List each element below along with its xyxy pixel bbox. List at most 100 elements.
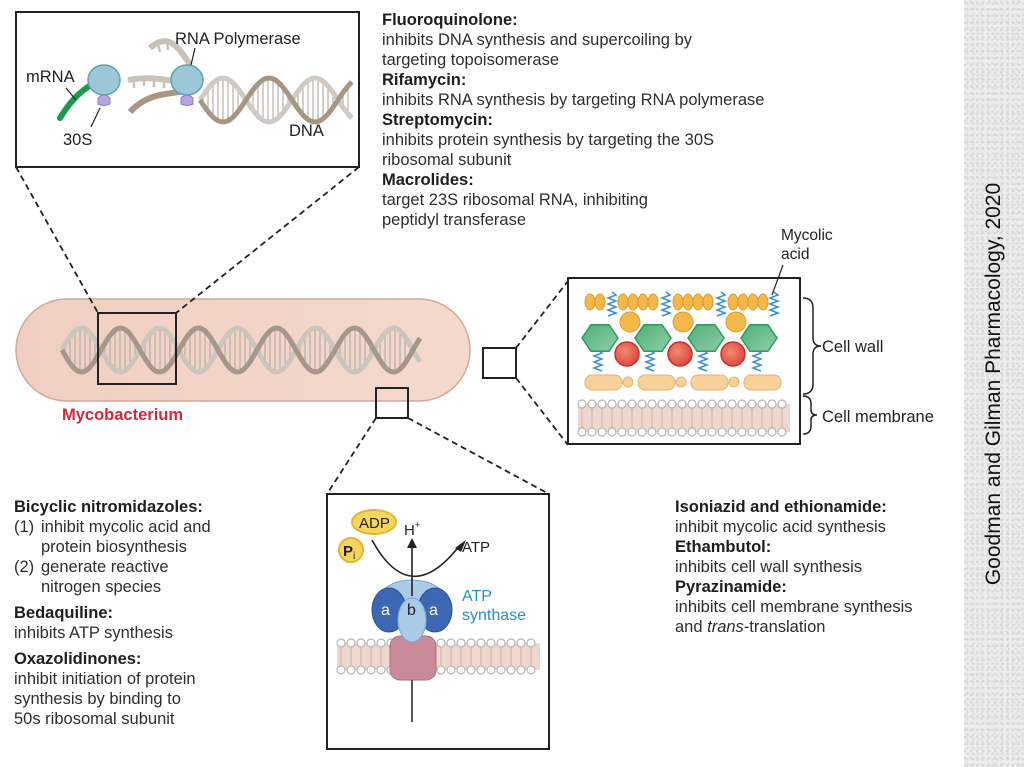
item-text: inhibit mycolic acid and [41, 518, 211, 536]
lipid-head [607, 399, 617, 409]
ribosome-30s-subunit [97, 94, 111, 106]
drug-name: Bedaquiline: [14, 604, 114, 622]
lipid-bead [737, 293, 749, 311]
drug-description: inhibits cell wall synthesis [675, 558, 863, 576]
item-number: (1) [14, 518, 35, 536]
lipid-head [697, 399, 707, 409]
lipid-head [757, 427, 767, 437]
lipid-head [597, 427, 607, 437]
lipid-head [516, 638, 526, 648]
arabinogalactan [672, 311, 694, 333]
lipid-head [336, 665, 346, 675]
lipid-head [476, 665, 486, 675]
subunit-30s-label: 30S [63, 131, 92, 149]
subunit-b [397, 597, 427, 643]
lipid-head [597, 399, 607, 409]
lipid-head [637, 399, 647, 409]
lipid-head [496, 638, 506, 648]
lipid-head [677, 399, 687, 409]
lipid-pill [637, 374, 676, 391]
dna-strand [59, 325, 423, 375]
drug-description: inhibits cell membrane synthesis [675, 597, 913, 617]
drug-name: Streptomycin: [382, 111, 493, 129]
arabinogalactan [619, 311, 641, 333]
lipid-head [667, 427, 677, 437]
lipid-head [476, 638, 486, 648]
lipid-bead [584, 293, 596, 311]
lipid-head [346, 638, 356, 648]
proton-charge: + [415, 520, 420, 530]
drug-description: inhibit initiation of protein [14, 670, 196, 688]
svg-text:H+: H+ [404, 520, 420, 539]
inset-cell-wall: Mycolic acid Cell wall Cell membrane [567, 227, 934, 445]
lipid-head [456, 665, 466, 675]
lipid-head [486, 665, 496, 675]
lipid-head [777, 399, 787, 409]
lipid-head [356, 665, 366, 675]
lipid-head [757, 399, 767, 409]
inset-atp-synthase: a a b ADP Pi H+ ATP ATP synthase [326, 493, 550, 750]
lipid-bead [757, 293, 769, 311]
zoom-marker-cell-wall [482, 347, 517, 379]
lipid-head [667, 399, 677, 409]
mycolic-acid-chain [605, 291, 619, 317]
lipid-head [617, 427, 627, 437]
mycolic-acid-label-line2: acid [781, 246, 809, 263]
drug-list-right: Isoniazid and ethionamide:inhibit mycoli… [675, 497, 913, 637]
item-text: nitrogen species [41, 578, 162, 596]
dna-label: DNA [289, 122, 324, 140]
lipid-head [436, 665, 446, 675]
svg-text:Pi: Pi [343, 543, 355, 562]
pi-subscript: i [353, 551, 355, 562]
item-number: (2) [14, 558, 35, 576]
lipid-bead-small [675, 376, 687, 388]
mycolic-acid-chain [714, 291, 728, 317]
drug-name: Isoniazid and ethionamide: [675, 498, 887, 516]
lipid-head [587, 427, 597, 437]
lipid-head [366, 638, 376, 648]
pi-label: P [343, 543, 353, 560]
lipid-head [446, 665, 456, 675]
drug-list-top: Fluoroquinolone:inhibits DNA synthesis a… [382, 10, 764, 230]
drug-description: inhibits protein synthesis by targeting … [382, 131, 715, 149]
lipid-bead [594, 293, 606, 311]
drug-description: inhibits RNA synthesis by targeting RNA … [382, 91, 765, 109]
lipid-head [366, 665, 376, 675]
drug-name: Oxazolidinones: [14, 650, 142, 668]
lipid-bead [727, 293, 739, 311]
lipid-head [767, 399, 777, 409]
lipid-bead-small [728, 376, 740, 388]
drug-description: inhibits ATP synthesis [14, 624, 173, 642]
red-sugar-unit [667, 341, 693, 367]
dna-strand [197, 75, 354, 125]
ribosome [87, 64, 121, 96]
drug-description: and trans-translation [675, 617, 913, 637]
diagram-canvas: Mycobacterium RNA Polymerase mRNA 30S DN… [15, 11, 934, 750]
subunit-a-label: a [429, 602, 438, 619]
subunit-a-label: a [381, 602, 390, 619]
lipid-head [346, 665, 356, 675]
lipid-head [687, 399, 697, 409]
item-number [14, 537, 41, 557]
mycolic-acid-chain [750, 349, 764, 372]
lipid-bead [617, 293, 629, 311]
drug-list-left: Bicyclic nitromidazoles: (1) inhibit mycol… [14, 497, 211, 729]
zoom-marker-dna [97, 312, 177, 385]
drug-name: Bicyclic nitromidazoles: [14, 498, 203, 516]
lipid-head [747, 427, 757, 437]
item-text: generate reactive [41, 558, 169, 576]
lipid-head [707, 399, 717, 409]
lipid-bead-small [622, 376, 634, 388]
lipid-head [647, 399, 657, 409]
proton-label: H [404, 522, 415, 539]
lipid-head [767, 427, 777, 437]
lipid-head [737, 427, 747, 437]
rna-polymerase [170, 64, 204, 96]
lipid-head [677, 427, 687, 437]
lipid-head [506, 665, 516, 675]
lipid-head [466, 665, 476, 675]
lipid-head [777, 427, 787, 437]
lipid-head [456, 638, 466, 648]
credit-text: Goodman and Gilman Pharmacology, 2020 [982, 182, 1005, 585]
drug-name: Ethambutol: [675, 538, 772, 556]
